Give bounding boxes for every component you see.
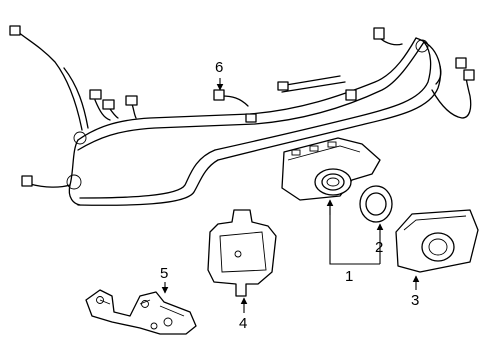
sensor-bezel (395, 209, 479, 273)
leader-lines (161, 78, 420, 313)
callout-6: 6 (215, 59, 223, 76)
mounting-pad (207, 209, 277, 297)
callout-3: 3 (411, 292, 419, 309)
parking-sensor-bracket (281, 137, 381, 201)
callout-2: 2 (375, 239, 383, 256)
callout-5: 5 (160, 265, 168, 282)
mounting-bracket (85, 289, 197, 335)
callout-1: 1 (345, 268, 353, 285)
sensor-retainer-ring (359, 185, 393, 223)
callout-4: 4 (239, 315, 247, 332)
wiring-harness (9, 25, 475, 206)
